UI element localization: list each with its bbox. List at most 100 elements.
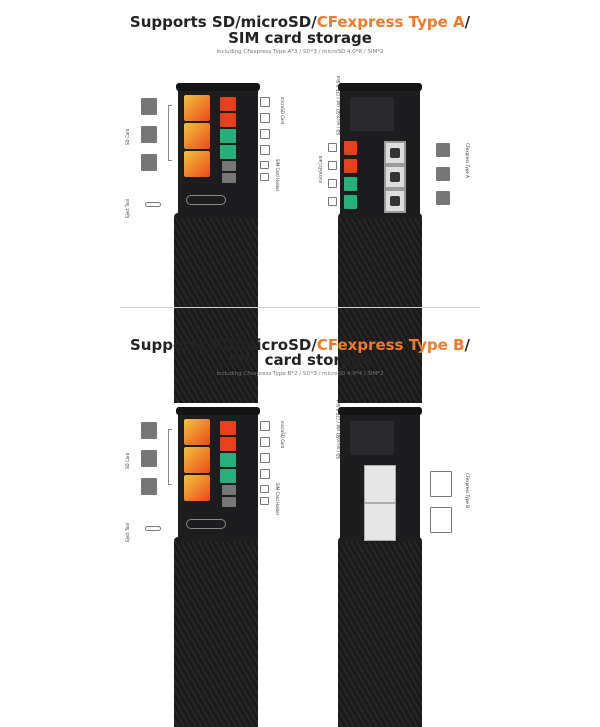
sd-card-icon <box>141 98 157 115</box>
sim-card <box>222 173 236 183</box>
heading: Supports SD/microSD/CFexpress Type B/ <box>0 337 600 353</box>
microsd-card-icon <box>260 145 270 155</box>
sim-label: SIM Card Holder <box>275 483 280 516</box>
grip-right <box>338 537 422 727</box>
storage-pad <box>350 421 394 455</box>
microsd-card-icon <box>328 161 337 170</box>
heading-text: Supports SD/microSD/ <box>129 13 317 31</box>
microsd-card <box>220 145 236 159</box>
microsd-card-icon <box>260 421 270 431</box>
sim-card-icon <box>260 485 269 493</box>
sd-card <box>184 447 210 473</box>
heading-text: / <box>464 13 471 31</box>
heading-text: / <box>464 336 470 354</box>
cfexpress-b-icon <box>430 471 452 497</box>
microsd-card <box>220 469 236 483</box>
heading-highlight: CFexpress Type B <box>316 336 465 354</box>
heading-text: Supports SD/microSD/ <box>130 336 317 354</box>
slot-label: SD / microSD slot / CFE-B Slot <box>336 399 341 459</box>
top-cap <box>338 83 422 91</box>
sd-label: SD Card <box>125 452 130 469</box>
organizer-front <box>176 407 260 542</box>
cfexpress-b-card <box>364 503 396 541</box>
microsd-card-icon <box>260 437 270 447</box>
microsd-card <box>220 453 236 467</box>
eject-tool-icon <box>145 202 161 207</box>
microsd-card <box>344 159 357 173</box>
cfexpress-a-icon <box>436 167 450 181</box>
divider <box>120 307 480 308</box>
storage-pad <box>350 97 394 131</box>
sim-card <box>222 161 236 171</box>
bracket <box>168 429 172 485</box>
grip-left <box>174 537 258 727</box>
microsd-card <box>344 195 357 209</box>
sd-card-icon <box>141 154 157 171</box>
microsd-label: microSD Card <box>280 97 285 125</box>
eject-tool-icon <box>145 526 161 531</box>
cf-label: CFexpress Type B <box>465 473 470 508</box>
slot-label: SD / microSD slot / CFE-B Slot <box>336 75 341 135</box>
microsd-label: microSD Card <box>280 421 285 449</box>
microsd-card-icon <box>260 453 270 463</box>
microsd-card-icon <box>260 113 270 123</box>
grip-right <box>338 213 422 403</box>
organizer-back <box>338 407 422 542</box>
microsd-card <box>220 421 236 435</box>
heading-highlight: CFexpress Type A <box>316 13 465 31</box>
sd-card-icon <box>141 126 157 143</box>
cf-label: CFexpress Type A <box>465 143 470 178</box>
sim-label: SIM Card Holder <box>275 159 280 192</box>
heading-line2: SIM card storage <box>228 29 372 47</box>
microsd-card-icon <box>328 197 337 206</box>
heading: Supports SD/microSD/CFexpress Type A/ <box>0 14 600 30</box>
sim-card <box>222 485 236 495</box>
microsd-card <box>220 97 236 111</box>
bracket <box>168 105 172 161</box>
microsd-right-label: microSD Card <box>318 155 323 183</box>
subtitle: Including CFexpress Type B*2 / SD*3 / mi… <box>216 371 384 377</box>
microsd-card <box>344 177 357 191</box>
subtitle: Including CFexpress Type A*3 / SD*3 / mi… <box>216 49 384 55</box>
sim-card-icon <box>260 497 269 505</box>
top-cap <box>176 407 260 415</box>
microsd-card-icon <box>260 97 270 107</box>
cfexpress-a-icon <box>436 143 450 157</box>
grip-left <box>174 213 258 403</box>
sd-card <box>184 475 210 501</box>
top-cap <box>338 407 422 415</box>
cfexpress-b-card <box>364 465 396 503</box>
sd-card <box>184 123 210 149</box>
cfexpress-a-icon <box>436 191 450 205</box>
microsd-card <box>220 129 236 143</box>
sd-card-icon <box>141 478 157 495</box>
sd-card <box>184 419 210 445</box>
sim-card-icon <box>260 173 269 181</box>
eject-tool-slot <box>186 195 226 205</box>
microsd-card-icon <box>260 129 270 139</box>
sd-card <box>184 151 210 177</box>
cfexpress-b-icon <box>430 507 452 533</box>
sd-card-icon <box>141 422 157 439</box>
microsd-card-icon <box>260 469 270 479</box>
microsd-card-icon <box>328 143 337 152</box>
sd-label: SD Card <box>125 128 130 145</box>
cfexpress-a-card <box>384 165 406 189</box>
sim-card <box>222 497 236 507</box>
organizer-front <box>176 83 260 218</box>
eject-label: Eject Tool <box>125 523 130 542</box>
microsd-card <box>344 141 357 155</box>
microsd-card <box>220 437 236 451</box>
cfexpress-a-card <box>384 189 406 213</box>
sd-card-icon <box>141 450 157 467</box>
sd-card <box>184 95 210 121</box>
heading-line2: SIM card storage <box>228 351 372 369</box>
microsd-card <box>220 113 236 127</box>
microsd-card-icon <box>328 179 337 188</box>
sim-card-icon <box>260 161 269 169</box>
top-cap <box>176 83 260 91</box>
organizer-back <box>338 83 422 218</box>
eject-label: Eject Tool <box>125 199 130 218</box>
cfexpress-a-card <box>384 141 406 165</box>
eject-tool-slot <box>186 519 226 529</box>
